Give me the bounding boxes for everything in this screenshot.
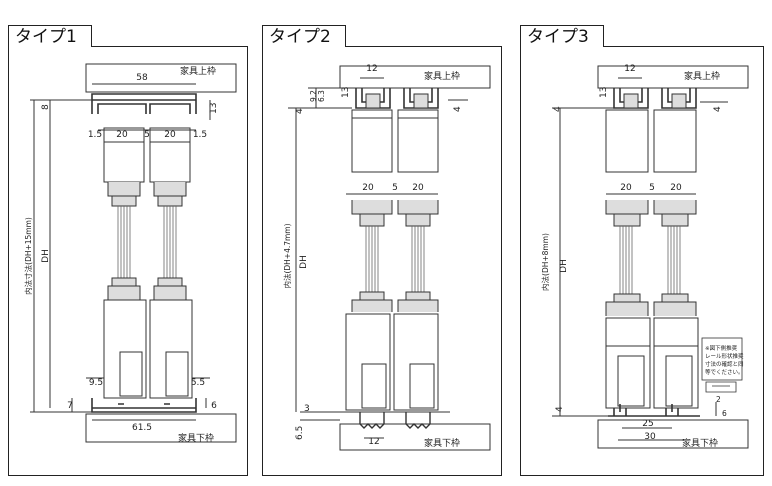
type3-title: タイプ3 <box>520 25 604 47</box>
type1-panel <box>8 46 248 476</box>
type3-note-line1: ※図下側推奨 <box>705 344 738 352</box>
type1-dim-6: 6 <box>211 401 217 411</box>
type2-dim-4-right: 4 <box>453 106 463 112</box>
type3-dim-25: 25 <box>642 419 653 429</box>
type1-dim-1-5-left: 1.5 <box>88 130 102 140</box>
type2-door-right-upper <box>397 109 439 173</box>
type1-dim-20b: 20 <box>164 130 176 140</box>
type3-door-left-upper <box>605 109 649 173</box>
type3-dim-6: 6 <box>722 409 727 418</box>
type1-dim-dh: DH <box>41 249 51 263</box>
type1-title: タイプ1 <box>8 25 92 47</box>
type2-dim-20b: 20 <box>412 183 424 193</box>
type1-dim-1-5-right: 1.5 <box>193 130 207 140</box>
type3-dim-20a: 20 <box>620 183 632 193</box>
type1-label-bottom-frame: 家具下枠 <box>178 432 214 444</box>
type3-dim-5: 5 <box>649 183 655 193</box>
type3-dim-2: 2 <box>716 395 721 404</box>
type2-dim-6-5: 6.5 <box>295 426 305 440</box>
type2-dim-5: 5 <box>392 183 398 193</box>
type2-dim-9-2: 9.2 <box>309 90 318 102</box>
type3-dim-4-left: 4 <box>553 106 563 112</box>
type2-dim-12-bottom: 12 <box>368 437 379 447</box>
type1-top-rail <box>91 93 197 114</box>
type3-dim-30: 30 <box>644 432 656 442</box>
type3-bottom-frame <box>597 419 749 449</box>
type1-dim-13: 13 <box>209 103 219 114</box>
type2-dim-13: 13 <box>341 87 351 98</box>
type3-door-left-lower <box>605 317 651 409</box>
type3-dim-4-right: 4 <box>713 106 723 112</box>
type3-dim-12-top: 12 <box>624 64 635 74</box>
type1-dim-5-5: 5.5 <box>191 378 205 388</box>
type3-dim-20b: 20 <box>670 183 682 193</box>
type1-dim-20a: 20 <box>116 130 128 140</box>
type1-dim-5: 5 <box>144 130 150 140</box>
type2-title: タイプ2 <box>262 25 346 47</box>
type3-bottom-rail <box>608 404 700 417</box>
type3-note-line2: レール形状推奨 <box>705 352 744 360</box>
type3-door-right-upper <box>653 109 697 173</box>
type2-dim-4-left: 4 <box>295 108 305 114</box>
type3-dim-inner: 内法(DH+8mm) <box>540 233 550 291</box>
type2-dim-20a: 20 <box>362 183 374 193</box>
type2-bottom-frame <box>339 423 491 451</box>
type1-dim-61-5: 61.5 <box>132 423 152 433</box>
type2-door-left-upper <box>351 109 393 173</box>
type2-label-top-frame: 家具上枠 <box>424 70 460 82</box>
type1-door-left-lower <box>103 299 147 399</box>
type1-door-right-lower <box>149 299 193 399</box>
type3-dim-4-bottom: 4 <box>555 406 565 412</box>
type2-dim-dh: DH <box>299 255 309 269</box>
type3-door-right-lower <box>653 317 699 409</box>
type3-label-bottom-frame: 家具下枠 <box>682 437 718 449</box>
type3-dim-dh: DH <box>559 259 569 273</box>
type2-bottom-guide-right <box>405 412 431 429</box>
type3-dim-13: 13 <box>599 87 609 98</box>
type3-label-top-frame: 家具上枠 <box>684 70 720 82</box>
type2-door-left-lower <box>345 313 391 411</box>
type1-bottom-rail <box>91 398 197 413</box>
type2-door-right-lower <box>393 313 439 411</box>
type3-note-box <box>701 337 743 381</box>
type3-top-frame <box>597 65 749 89</box>
type3-note-line4: 等でください。 <box>705 368 744 376</box>
type2-dim-12-top: 12 <box>366 64 377 74</box>
type2-top-frame <box>339 65 491 89</box>
type1-door-right-upper <box>149 127 191 183</box>
type1-dim-9-5: 9.5 <box>89 378 103 388</box>
type1-dim-inner: 内法寸法(DH+15mm) <box>23 217 33 295</box>
type1-label-top-frame: 家具上枠 <box>180 65 216 77</box>
type2-dim-6-3: 6.3 <box>317 90 326 102</box>
type1-dim-8: 8 <box>41 104 51 110</box>
type2-dim-inner: 内法(DH+4.7mm) <box>282 223 292 288</box>
type1-bottom-frame <box>85 413 237 443</box>
type1-dim-7: 7 <box>67 401 73 411</box>
type1-dim-58: 58 <box>136 73 148 83</box>
type2-dim-3: 3 <box>304 404 310 414</box>
type3-note-line3: 寸法の確認と同 <box>705 360 744 368</box>
type2-bottom-guide-left <box>359 412 385 429</box>
type2-label-bottom-frame: 家具下枠 <box>424 437 460 449</box>
